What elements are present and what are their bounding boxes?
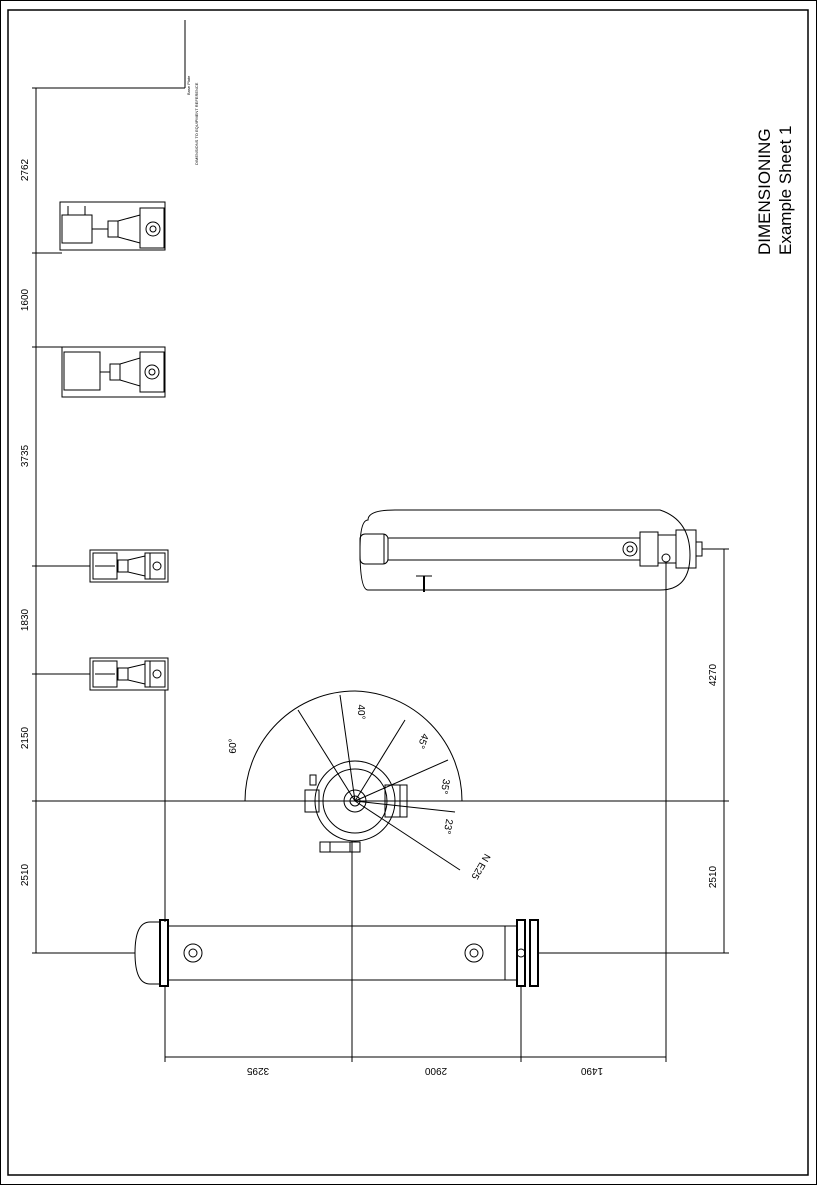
dim-bottom-1: 3295	[246, 1065, 269, 1076]
dim-left-4: 3735	[20, 444, 31, 467]
dim-left-2: 2150	[20, 726, 31, 749]
dim-right-2: 4270	[708, 663, 719, 686]
angle-40: 40°	[355, 704, 366, 719]
dim-left-3: 1830	[20, 608, 31, 631]
title-line-2: Example Sheet 1	[776, 126, 795, 255]
dim-left-5: 1600	[20, 288, 31, 311]
dim-bottom-3: 1490	[580, 1065, 603, 1076]
angle-60: 60°	[228, 738, 239, 753]
title-line-1: DIMENSIONING	[755, 128, 774, 255]
dim-left-6: 2762	[20, 158, 31, 181]
note-line-2: DIMENSIONS TO EQUIPMENT REFERENCE	[194, 82, 199, 165]
note-line-1: Base Plate	[186, 75, 191, 95]
dim-right-1: 2510	[708, 865, 719, 888]
dim-left-1: 2510	[20, 863, 31, 886]
dim-bottom-2: 2900	[424, 1065, 447, 1076]
